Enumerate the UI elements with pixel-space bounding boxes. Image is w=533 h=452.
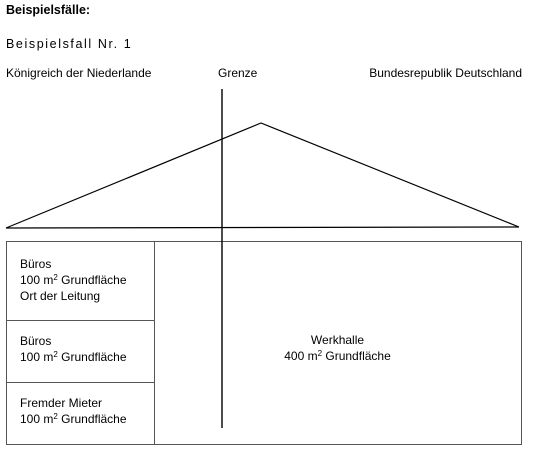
- roof-outline: [5, 122, 520, 229]
- room-name: Büros: [20, 334, 52, 348]
- room-name: Büros: [20, 257, 52, 271]
- room-note: Ort der Leitung: [20, 289, 101, 303]
- room-tenant: Fremder Mieter 100 m2 Grundfläche: [20, 395, 127, 427]
- case-title: Beispielsfall Nr. 1: [6, 37, 133, 51]
- country-label-netherlands: Königreich der Niederlande: [6, 66, 152, 80]
- room-workshop-hall: Werkhalle 400 m2 Grundfläche: [154, 332, 521, 364]
- room-area: 100 m2 Grundfläche: [20, 412, 127, 426]
- room-name: Fremder Mieter: [20, 396, 103, 410]
- room-office-management: Büros 100 m2 Grundfläche Ort der Leitung: [20, 256, 127, 304]
- border-label: Grenze: [218, 66, 258, 80]
- building-outline: [6, 241, 522, 445]
- country-label-germany: Bundesrepublik Deutschland: [369, 66, 522, 80]
- room-office: Büros 100 m2 Grundfläche: [20, 333, 127, 365]
- hall-name: Werkhalle: [310, 333, 365, 347]
- room-area: 100 m2 Grundfläche: [20, 273, 127, 287]
- hall-area: 400 m2 Grundfläche: [284, 349, 391, 363]
- page-heading: Beispielsfälle:: [6, 3, 91, 17]
- room-area: 100 m2 Grundfläche: [20, 350, 127, 364]
- roof-base: [5, 226, 520, 229]
